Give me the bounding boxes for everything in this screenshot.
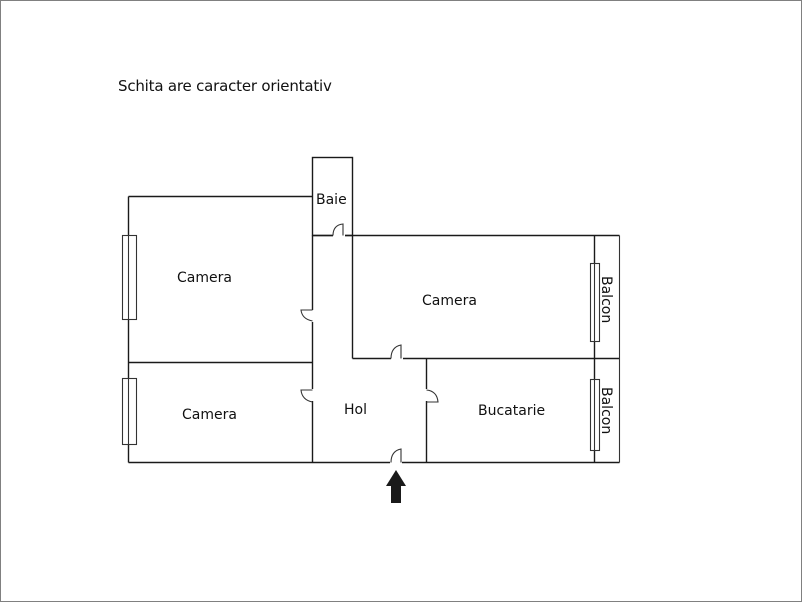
label-camera-left-top: Camera: [177, 270, 232, 286]
label-baie: Baie: [316, 192, 347, 208]
label-balcon-top: Balcon: [598, 276, 614, 323]
label-balcon-bottom: Balcon: [598, 387, 614, 434]
diagram-title: Schita are caracter orientativ: [118, 77, 332, 95]
window-left-bottom: [121, 377, 138, 446]
arrow-up-icon: [386, 470, 406, 503]
label-camera-right-top: Camera: [422, 293, 477, 309]
label-camera-left-bottom: Camera: [182, 407, 237, 423]
label-bucatarie: Bucatarie: [478, 403, 545, 419]
doors: [300, 223, 439, 464]
windows: [121, 234, 601, 452]
label-hol: Hol: [344, 402, 367, 418]
window-left-top: [121, 234, 138, 321]
